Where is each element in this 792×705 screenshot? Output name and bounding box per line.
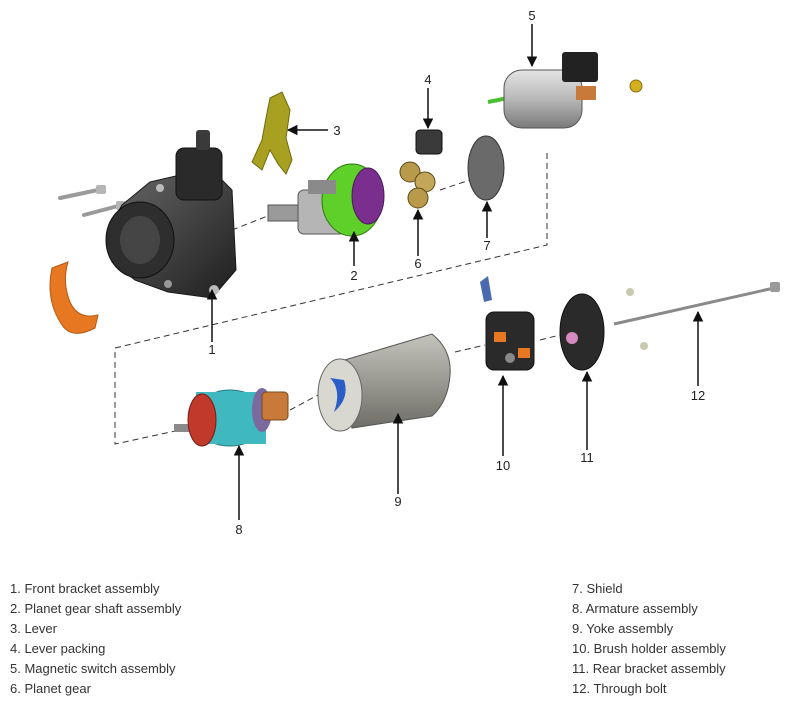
- callout-leaders: [206, 24, 704, 520]
- armature-assembly: [174, 388, 289, 447]
- through-bolt: [613, 282, 780, 350]
- brush-holder-assembly: [480, 276, 535, 371]
- legend-item-1: 1. Front bracket assembly: [10, 581, 160, 596]
- legend-item-2: 2. Planet gear shaft assembly: [10, 601, 182, 616]
- callout-8: 8: [235, 522, 242, 537]
- callout-labels: 1 2 3 4 5 6 7 8 9 10 11 12: [208, 8, 705, 537]
- magnetic-switch-assembly: [487, 52, 643, 129]
- planet-gear-shaft-assembly: [267, 163, 385, 237]
- callout-11: 11: [580, 450, 594, 465]
- rear-bracket-assembly: [559, 293, 605, 371]
- callout-3: 3: [333, 123, 340, 138]
- mounting-bolts: [58, 185, 126, 217]
- callout-12: 12: [691, 388, 705, 403]
- callout-2: 2: [350, 268, 357, 283]
- legend-item-10: 10. Brush holder assembly: [572, 641, 726, 656]
- legend-item-12: 12. Through bolt: [572, 681, 667, 696]
- callout-10: 10: [496, 458, 510, 473]
- starter-motor-exploded-diagram: 1 2 3 4 5 6 7 8 9 10 11 12: [49, 8, 780, 537]
- legend-item-7: 7. Shield: [572, 581, 623, 596]
- callout-9: 9: [394, 494, 401, 509]
- callout-6: 6: [414, 256, 421, 271]
- legend-item-9: 9. Yoke assembly: [572, 621, 674, 636]
- legend-item-3: 3. Lever: [10, 621, 57, 636]
- legend-item-8: 8. Armature assembly: [572, 601, 698, 616]
- callout-1: 1: [208, 342, 215, 357]
- legend-item-6: 6. Planet gear: [10, 681, 91, 696]
- legend-left-column: 1. Front bracket assembly 2. Planet gear…: [10, 579, 181, 699]
- shield: [467, 135, 505, 201]
- callout-4: 4: [424, 72, 431, 87]
- legend-item-4: 4. Lever packing: [10, 641, 106, 656]
- legend-item-11: 11. Rear bracket assembly: [572, 661, 726, 676]
- callout-5: 5: [528, 8, 535, 23]
- callout-7: 7: [483, 238, 490, 253]
- planet-gears: [399, 161, 436, 209]
- yoke-assembly: [317, 333, 451, 432]
- legend-right-column: 7. Shield 8. Armature assembly 9. Yoke a…: [572, 579, 726, 699]
- gasket: [49, 261, 99, 334]
- lever: [251, 91, 293, 175]
- lever-packing: [415, 129, 443, 155]
- legend-item-5: 5. Magnetic switch assembly: [10, 661, 176, 676]
- front-bracket-assembly: [105, 130, 237, 299]
